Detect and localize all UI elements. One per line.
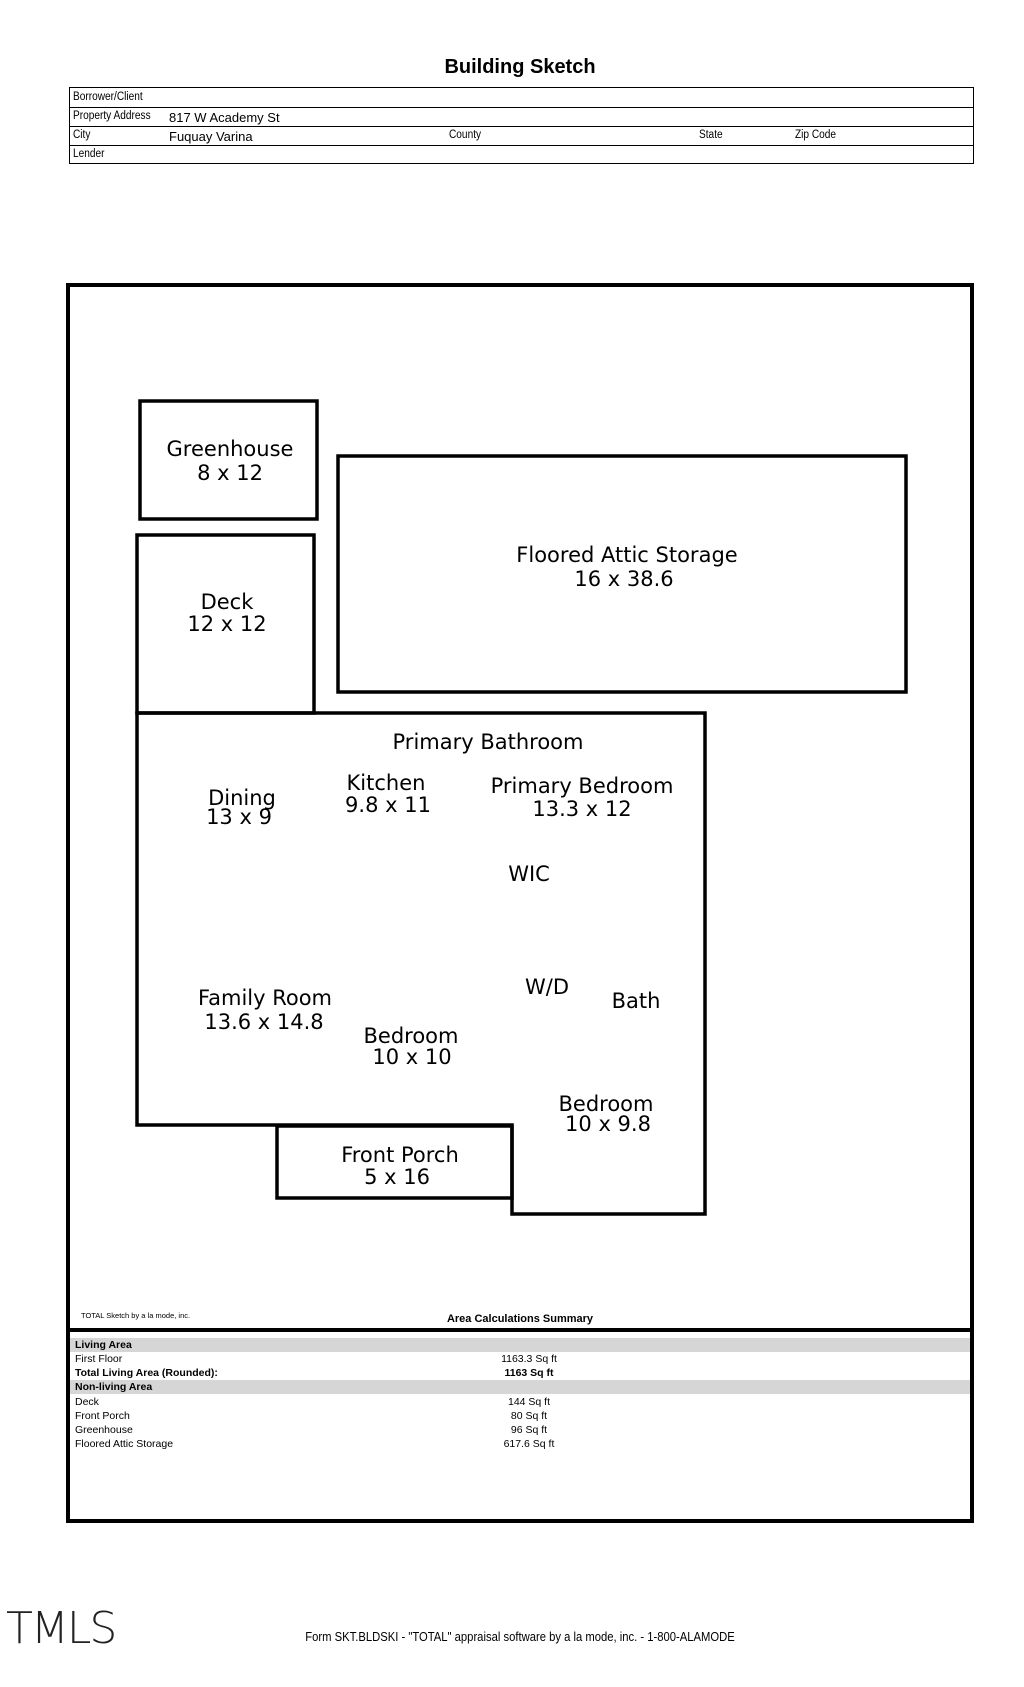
attic-name: Floored Attic Storage [516, 543, 737, 567]
greenhouse-outline [138, 399, 319, 521]
city-label: City [73, 129, 91, 141]
greenhouse-name: Greenhouse [167, 437, 294, 461]
first-floor-value: 1163.3 Sq ft [501, 1353, 557, 1365]
front-porch-name: Front Porch [341, 1143, 459, 1167]
area-summary-table: Living Area First Floor 1163.3 Sq ft Tot… [70, 1328, 970, 1525]
deck-dims: 12 x 12 [187, 612, 266, 636]
area-summary-title: Area Calculations Summary [446, 1313, 594, 1325]
lender-label: Lender [73, 148, 105, 160]
sketch-frame [66, 283, 974, 1523]
first-floor-label: First Floor [75, 1353, 123, 1365]
address-row: Property Address 817 W Academy St [70, 107, 973, 127]
lender-row: Lender [70, 145, 973, 164]
total-living-row: Total Living Area (Rounded): 1163 Sq ft [70, 1366, 970, 1380]
greenhouse-area-value: 96 Sq ft [510, 1424, 548, 1436]
tmls-logo: TMLS [6, 1603, 117, 1654]
greenhouse-area-row: Greenhouse 96 Sq ft [70, 1423, 970, 1437]
nonliving-area-header: Non-living Area [70, 1380, 970, 1394]
city-value: Fuquay Varina [169, 129, 253, 144]
kitchen-dims: 9.8 x 11 [345, 793, 431, 817]
dining-name: Dining [208, 786, 276, 810]
family-room-dims: 13.6 x 14.8 [204, 1010, 323, 1034]
wic-name: WIC [508, 862, 550, 886]
deck-area-value: 144 Sq ft [507, 1396, 551, 1408]
address-value: 817 W Academy St [169, 110, 280, 125]
living-area-label: Living Area [75, 1339, 132, 1351]
deck-name: Deck [201, 590, 255, 614]
family-room-name: Family Room [198, 986, 332, 1010]
wd-name: W/D [525, 975, 569, 999]
first-floor-row: First Floor 1163.3 Sq ft [70, 1352, 970, 1366]
deck-area-label: Deck [75, 1396, 99, 1408]
primary-bathroom-name: Primary Bathroom [393, 730, 584, 754]
borrower-row: Borrower/Client [70, 88, 973, 108]
porch-area-value: 80 Sq ft [510, 1410, 548, 1422]
total-living-label: Total Living Area (Rounded): [75, 1367, 218, 1379]
porch-outline [275, 1124, 514, 1200]
attic-outline [336, 454, 908, 694]
primary-bedroom-name: Primary Bedroom [491, 774, 674, 798]
living-area-header: Living Area [70, 1338, 970, 1352]
primary-bedroom-dims: 13.3 x 12 [532, 797, 631, 821]
greenhouse-dims: 8 x 12 [197, 461, 263, 485]
bath-name: Bath [612, 989, 661, 1013]
attic-area-row: Floored Attic Storage 617.6 Sq ft [70, 1437, 970, 1451]
property-header-table: Borrower/Client Property Address 817 W A… [69, 87, 974, 164]
bedroom-2-name: Bedroom [559, 1092, 654, 1116]
city-row: City Fuquay Varina County State Zip Code [70, 126, 973, 146]
deck-area-row: Deck 144 Sq ft [70, 1395, 970, 1409]
attic-dims: 16 x 38.6 [574, 567, 673, 591]
attic-area-label: Floored Attic Storage [75, 1438, 174, 1450]
sketch-credit: TOTAL Sketch by a la mode, inc. [81, 1311, 191, 1320]
bedroom-2-dims: 10 x 9.8 [565, 1112, 651, 1136]
bedroom-1-dims: 10 x 10 [372, 1045, 451, 1069]
total-living-value: 1163 Sq ft [504, 1367, 554, 1379]
greenhouse-area-label: Greenhouse [75, 1424, 133, 1436]
front-porch-dims: 5 x 16 [364, 1165, 430, 1189]
nonliving-area-label: Non-living Area [75, 1381, 153, 1393]
porch-area-row: Front Porch 80 Sq ft [70, 1409, 970, 1423]
kitchen-name: Kitchen [347, 771, 426, 795]
county-label: County [449, 129, 482, 141]
zip-label: Zip Code [795, 129, 837, 141]
floor-plan-outlines [135, 399, 908, 1216]
form-footer: Form SKT.BLDSKI - "TOTAL" appraisal soft… [305, 1630, 735, 1644]
state-label: State [699, 129, 723, 141]
porch-area-label: Front Porch [75, 1410, 130, 1422]
dining-dims: 13 x 9 [206, 805, 272, 829]
attic-area-value: 617.6 Sq ft [503, 1438, 555, 1450]
main-house-outline [135, 711, 707, 1216]
page-title: Building Sketch [444, 56, 596, 78]
address-label: Property Address [73, 110, 151, 122]
bedroom-1-name: Bedroom [364, 1024, 459, 1048]
borrower-label: Borrower/Client [73, 91, 143, 103]
